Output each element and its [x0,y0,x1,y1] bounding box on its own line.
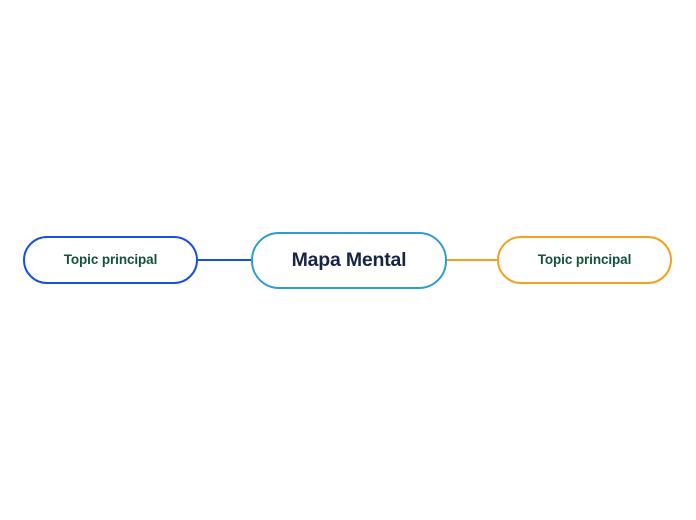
central-node-label: Mapa Mental [291,248,407,271]
topic-node-left[interactable]: Topic principal [23,236,198,284]
topic-node-right-label: Topic principal [537,252,632,268]
connector-right-branch [444,259,500,261]
central-node[interactable]: Mapa Mental [251,232,447,289]
topic-node-left-label: Topic principal [63,252,158,268]
connector-left-branch [197,259,254,261]
topic-node-right[interactable]: Topic principal [497,236,672,284]
